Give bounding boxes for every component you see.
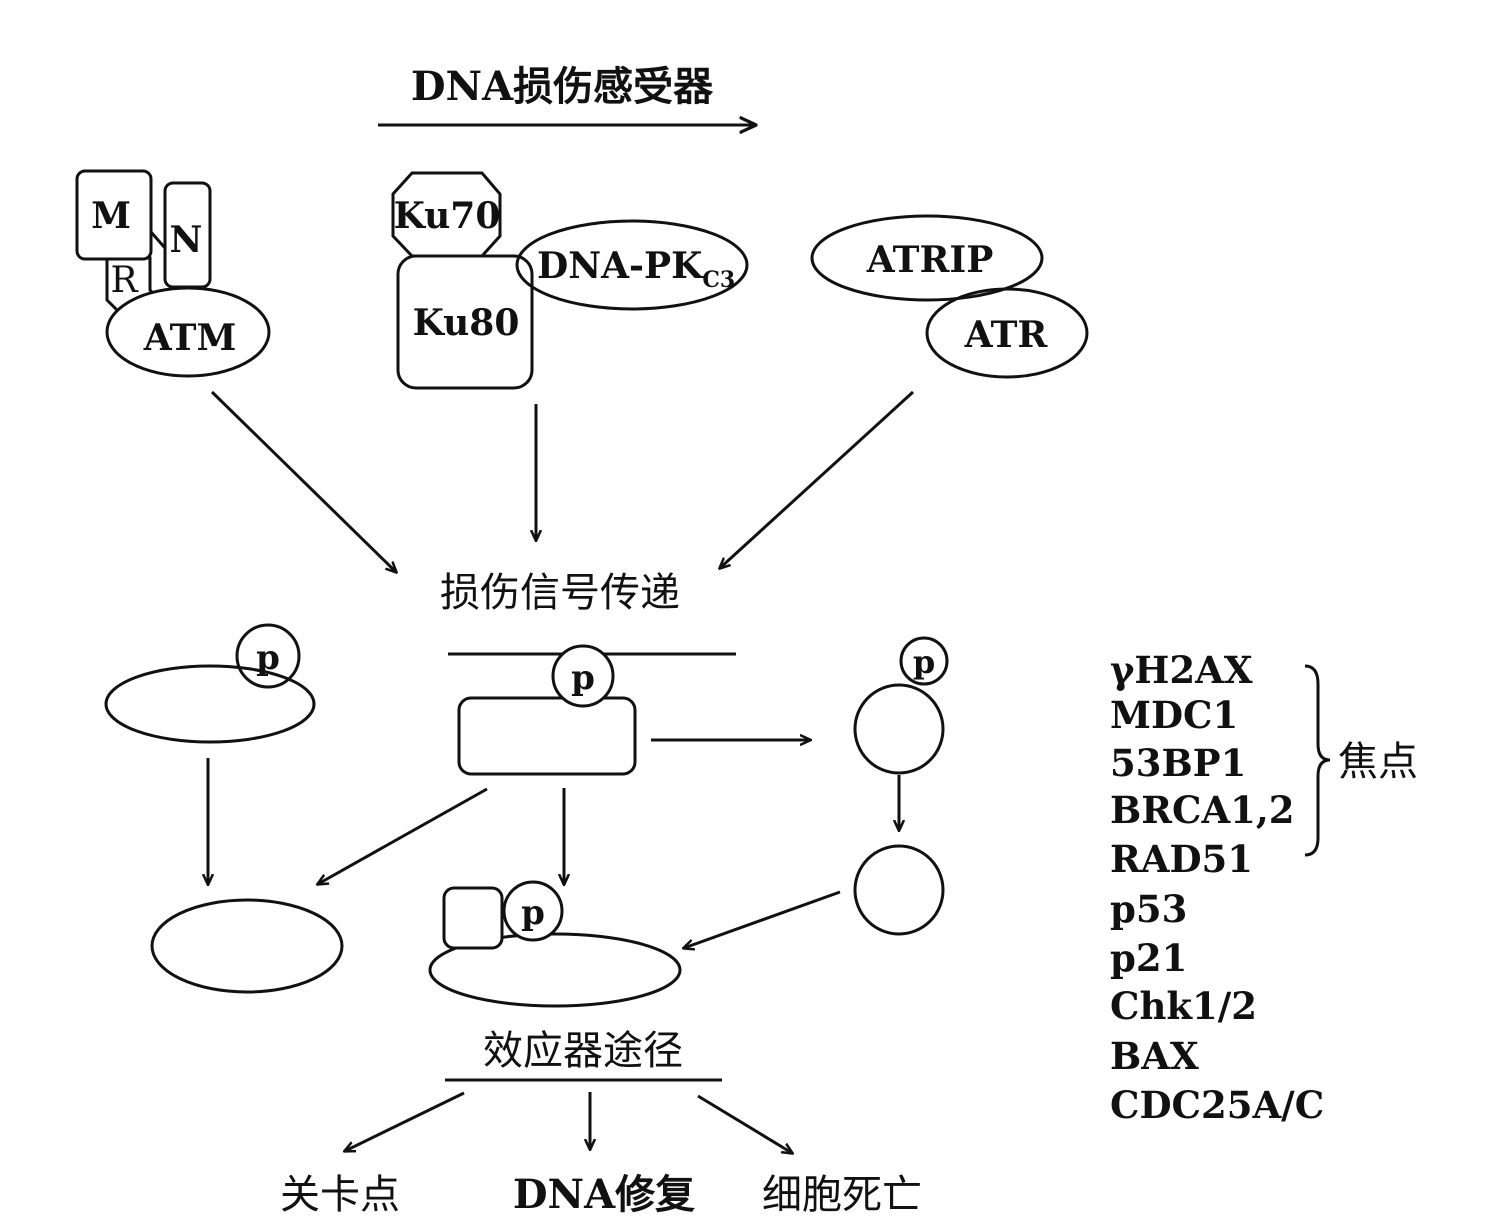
center-phospho-circle — [551, 644, 615, 708]
atm-signal-arrow — [210, 390, 396, 572]
left-effector-ellipse — [150, 898, 344, 994]
right-phospho-label: p — [913, 643, 935, 681]
atm-label: ATM — [143, 317, 237, 359]
nbs1-label: N — [170, 219, 203, 261]
right-effector-circle — [853, 844, 945, 936]
outcome-dna-repair: DNA修复 — [513, 1171, 695, 1218]
protein-list-item: Chk1/2 — [1110, 984, 1257, 1028]
center-left-arrow — [318, 787, 488, 884]
ku70-label: Ku70 — [394, 195, 501, 237]
ku70-octagon — [391, 171, 502, 258]
signal-transduction-label: 损伤信号传递 — [440, 570, 680, 616]
dnapk-ellipse — [515, 219, 749, 311]
apoptosis-arrow — [697, 1094, 792, 1153]
protein-list-item: 53BP1 — [1110, 741, 1246, 785]
mre11-box — [75, 169, 153, 261]
atrip-label: ATRIP — [866, 239, 994, 281]
atr-ellipse — [925, 287, 1089, 379]
ku80-label: Ku80 — [413, 302, 520, 344]
effector-pathway-label: 效应器途径 — [483, 1028, 683, 1074]
mre11-label: M — [91, 195, 131, 237]
protein-list-item: p21 — [1110, 936, 1187, 980]
atr-signal-arrow — [720, 390, 915, 568]
effector-phospho-circle — [502, 880, 564, 942]
center-effector-box — [442, 886, 504, 950]
effector-phospho-label: p — [521, 893, 545, 933]
protein-list-item: BAX — [1110, 1034, 1199, 1078]
protein-list-item: MDC1 — [1110, 693, 1238, 737]
foci-brace — [1304, 664, 1331, 857]
foci-label: 焦点 — [1338, 739, 1418, 785]
protein-list: γH2AX MDC1 53BP1 BRCA1,2 RAD51 p53 p21 C… — [1110, 648, 1324, 1127]
atr-complex: ATRIP ATR — [810, 214, 1089, 379]
atr-label: ATR — [964, 314, 1049, 356]
dnapk-label: DNA-PKC3 — [537, 245, 735, 293]
left-transducer-ellipse — [104, 664, 316, 744]
checkpoint-arrow — [345, 1091, 465, 1151]
mrn-atm-complex: M R N ATM — [75, 169, 271, 378]
right-transducer-circle — [853, 683, 945, 775]
nbs1-box — [163, 181, 212, 289]
protein-list-item: γH2AX — [1110, 648, 1253, 692]
outcome-cell-death: 细胞死亡 — [762, 1172, 922, 1218]
right-to-center-arrow — [684, 890, 841, 948]
rad50-label: R — [110, 260, 138, 301]
left-phospho-circle — [235, 623, 301, 689]
atrip-ellipse — [810, 214, 1044, 302]
protein-list-item: RAD51 — [1110, 837, 1253, 881]
outcome-checkpoint: 关卡点 — [280, 1172, 400, 1218]
sensor-title: DNA损伤感受器 — [411, 63, 714, 110]
protein-list-item: CDC25A/C — [1110, 1083, 1324, 1127]
center-phospho-label: p — [571, 658, 595, 698]
protein-list-item: p53 — [1110, 887, 1187, 931]
left-phospho-label: p — [256, 638, 280, 678]
center-transducer-box — [457, 696, 637, 776]
protein-list-item: BRCA1,2 — [1110, 788, 1295, 832]
center-effector-ellipse — [428, 932, 682, 1008]
dnapk-complex: Ku70 Ku80 DNA-PKC3 — [391, 171, 749, 390]
right-phospho-circle — [899, 636, 949, 686]
mrn-link-line — [149, 231, 167, 249]
